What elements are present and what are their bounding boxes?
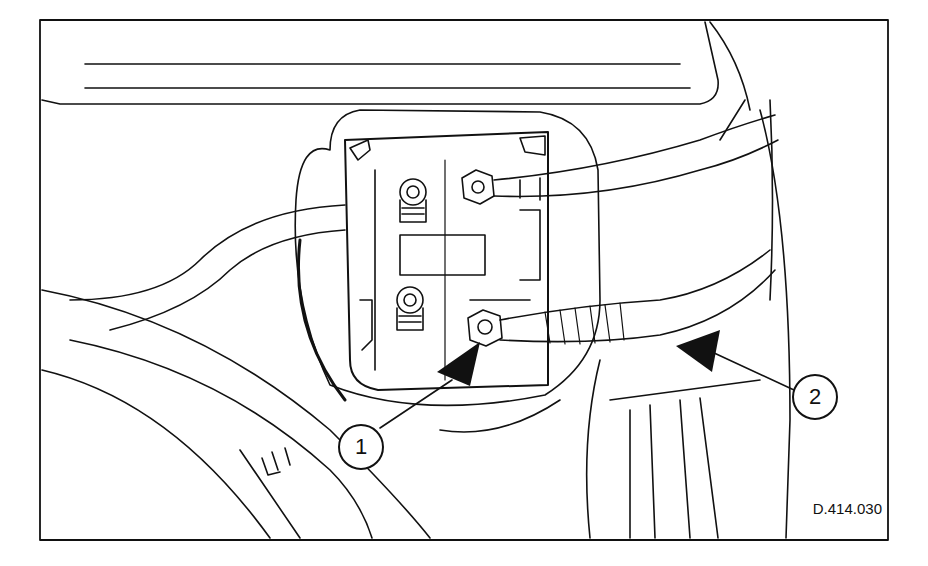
figure-code: D.414.030 (811, 500, 884, 517)
callout-number: 1 (338, 424, 384, 470)
callout-number: 2 (792, 374, 838, 420)
